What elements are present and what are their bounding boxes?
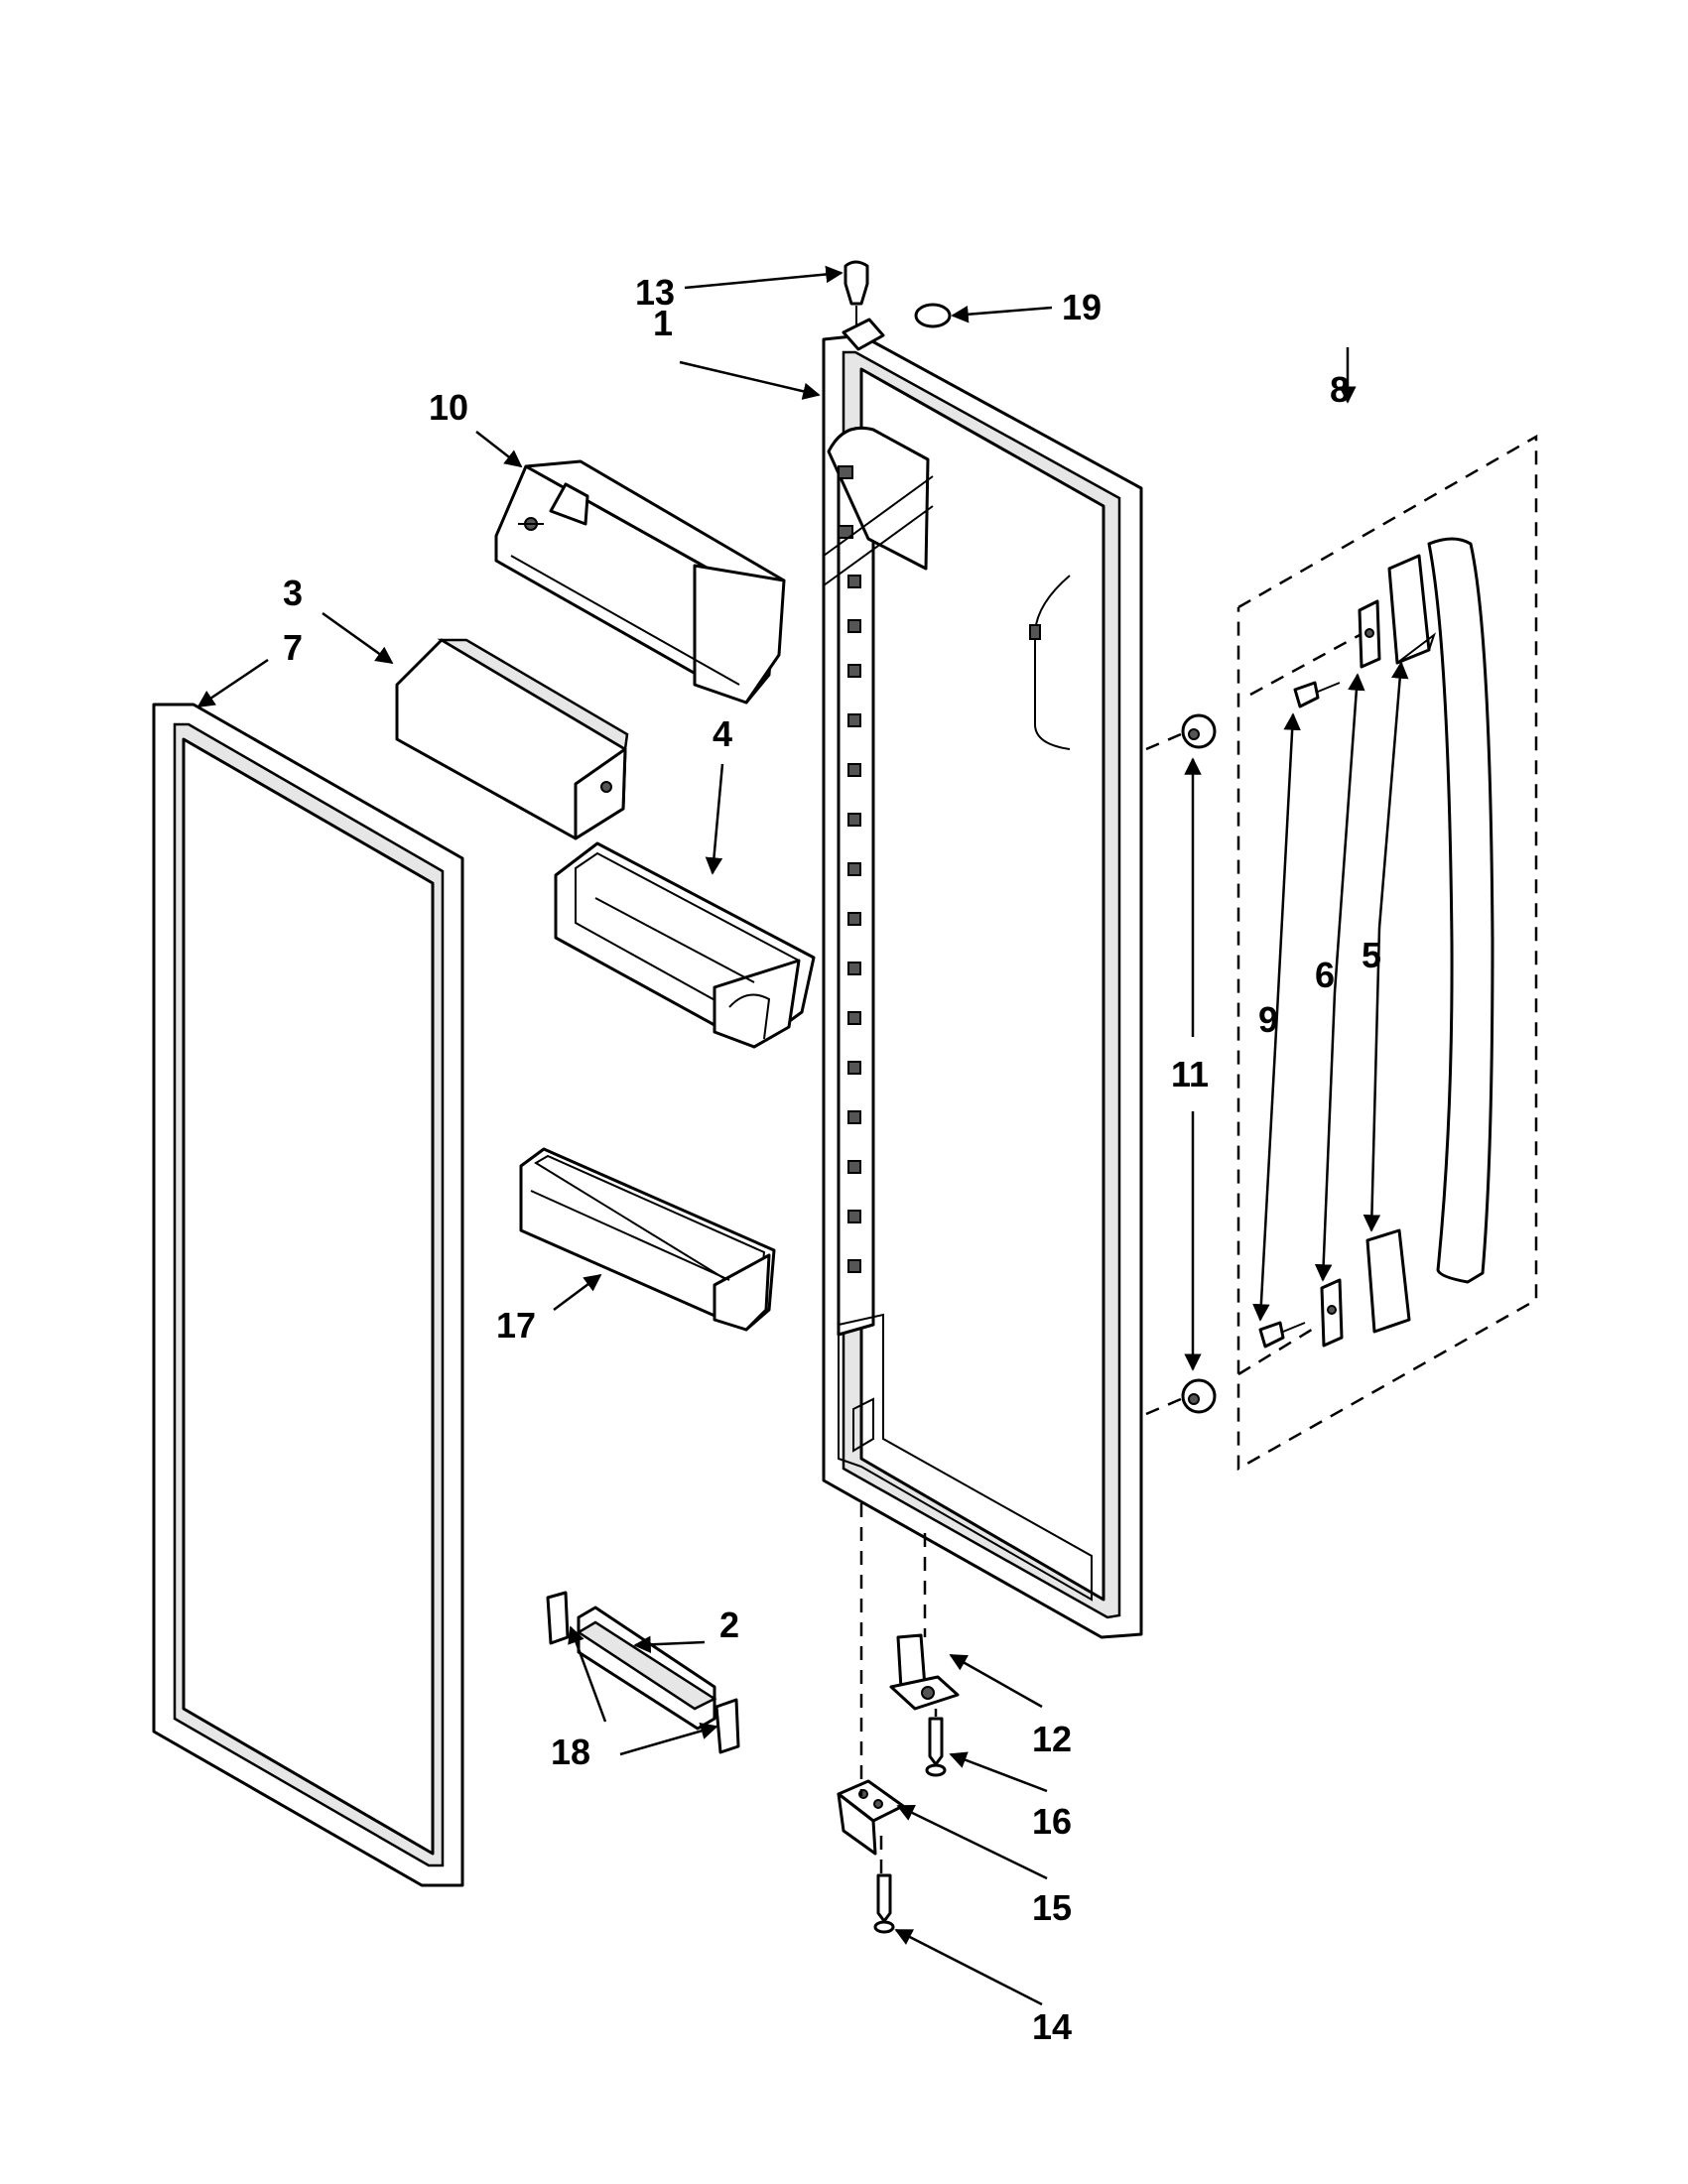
washer <box>914 303 952 328</box>
door-gasket <box>152 703 464 1887</box>
callout-3: 3 <box>283 573 303 613</box>
handle-end-cap-upper <box>1387 554 1436 665</box>
shelf-stud-column <box>847 575 861 1273</box>
callout-8: 8 <box>1330 369 1350 410</box>
callout-17: 17 <box>496 1305 536 1346</box>
callout-4: 4 <box>713 713 732 754</box>
handle-end-cap-lower <box>1365 1228 1411 1334</box>
callout-19: 19 <box>1062 287 1102 327</box>
dairy-compartment <box>494 459 786 705</box>
screw-upper <box>925 1717 947 1777</box>
screw-lower <box>873 1873 895 1934</box>
handle-kit-outline <box>1236 434 1538 1472</box>
door-bin <box>554 841 816 1049</box>
leader-lines <box>196 265 1409 2006</box>
hinge-plate <box>837 1779 905 1856</box>
hinge-pin <box>844 260 869 327</box>
door-liner <box>822 318 1143 1639</box>
handle-clip-lower <box>1320 1278 1344 1348</box>
handle-screw-upper <box>1293 681 1341 708</box>
callout-14: 14 <box>1032 2006 1072 2047</box>
callout-10: 10 <box>429 387 468 428</box>
handle-clip-upper <box>1358 599 1381 669</box>
handle-screw-lower <box>1258 1321 1306 1349</box>
handle-stud-upper <box>1181 713 1217 749</box>
alignment-lines <box>859 633 1361 1875</box>
callout-6: 6 <box>1315 955 1335 995</box>
door-trim-rail <box>576 1606 717 1731</box>
lower-door-bin <box>519 1147 776 1332</box>
callout-7: 7 <box>283 627 303 668</box>
callout-1: 1 <box>653 303 673 343</box>
callout-18: 18 <box>551 1732 590 1772</box>
callout-16: 16 <box>1032 1801 1072 1842</box>
bottom-hinge-bracket <box>889 1633 960 1711</box>
handle-stud-lower <box>1181 1378 1217 1414</box>
callout-15: 15 <box>1032 1887 1072 1928</box>
callout-11: 11 <box>1171 1054 1209 1094</box>
callout-12: 12 <box>1032 1719 1072 1759</box>
callout-13: 13 <box>635 272 675 313</box>
trim-end-cap-right <box>714 1698 740 1754</box>
dairy-door <box>395 638 629 840</box>
callout-5: 5 <box>1362 935 1381 975</box>
callout-9: 9 <box>1258 999 1278 1040</box>
callout-labels: 13 19 1 10 3 7 4 8 9 6 5 11 17 2 18 12 1… <box>283 272 1381 2047</box>
trim-end-cap-left <box>546 1591 570 1645</box>
callout-2: 2 <box>719 1605 739 1645</box>
door-handle <box>1427 537 1494 1284</box>
